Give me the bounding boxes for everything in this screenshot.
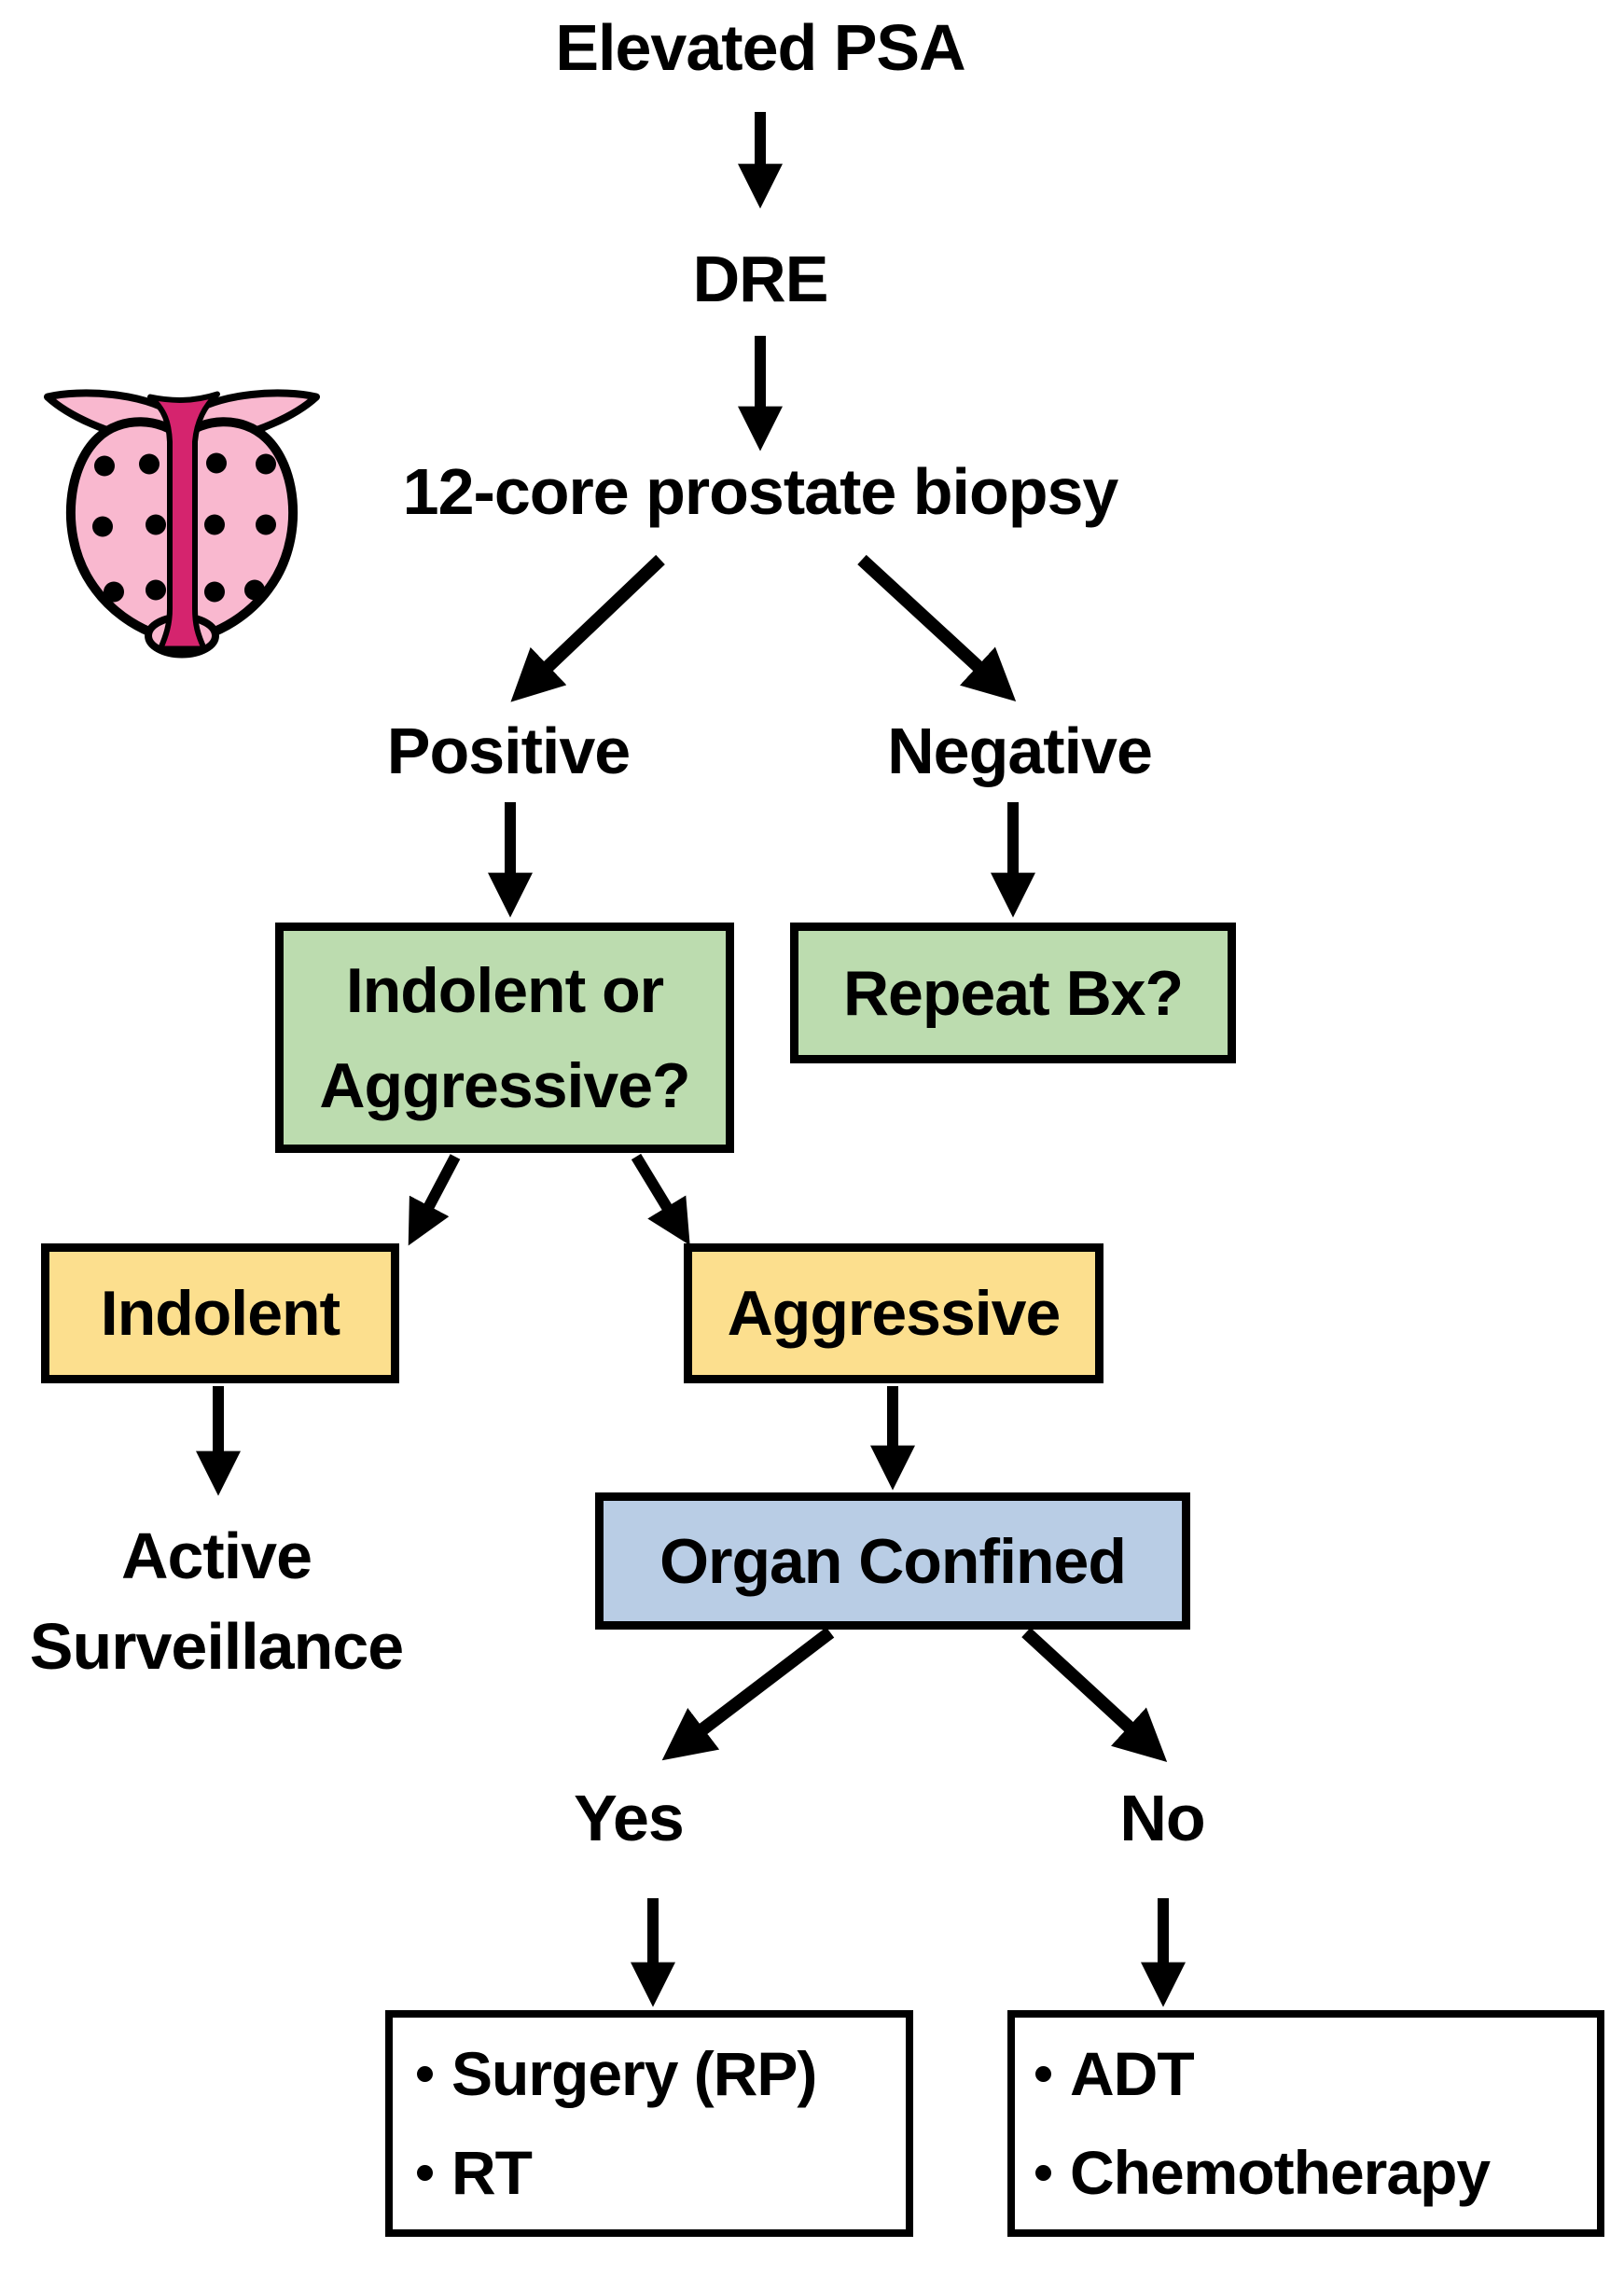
indolent-or-aggressive-line2: Aggressive?	[319, 1049, 690, 1121]
node-elevated-psa: Elevated PSA	[555, 11, 965, 84]
treatment-local-item-label: RT	[451, 2137, 533, 2207]
node-negative: Negative	[887, 715, 1153, 787]
box-treatment-systemic: ADT Chemotherapy	[1007, 2010, 1604, 2237]
bullet-icon	[417, 2066, 433, 2083]
bullet-icon	[1035, 2164, 1051, 2181]
treatment-systemic-item-label: Chemotherapy	[1070, 2137, 1491, 2207]
node-active-surveillance: Active Surveillance	[29, 1511, 404, 1691]
arrow-biopsy-to-negative	[857, 554, 1017, 702]
box-indolent: Indolent	[41, 1243, 399, 1383]
arrow-decision-to-aggressive	[631, 1153, 690, 1245]
node-yes: Yes	[574, 1782, 685, 1854]
node-biopsy: 12-core prostate biopsy	[402, 455, 1119, 528]
active-surveillance-line1: Active	[120, 1520, 312, 1592]
box-aggressive: Aggressive	[684, 1243, 1103, 1383]
treatment-systemic-item: ADT	[1035, 2025, 1195, 2124]
box-treatment-local: Surgery (RP) RT	[385, 2010, 913, 2237]
indolent-label: Indolent	[100, 1278, 340, 1349]
node-dre: DRE	[692, 243, 829, 315]
treatment-systemic-item-label: ADT	[1070, 2038, 1195, 2108]
bullet-icon	[1035, 2066, 1051, 2083]
aggressive-label: Aggressive	[727, 1278, 1062, 1349]
box-organ-confined: Organ Confined	[595, 1492, 1190, 1630]
indolent-or-aggressive-line1: Indolent or	[345, 954, 664, 1026]
box-repeat-bx: Repeat Bx?	[790, 923, 1236, 1063]
node-positive: Positive	[386, 715, 631, 787]
treatment-local-item: RT	[417, 2124, 533, 2223]
arrow-biopsy-to-positive	[510, 554, 665, 702]
node-no: No	[1119, 1782, 1205, 1854]
box-indolent-or-aggressive: Indolent or Aggressive?	[275, 923, 734, 1153]
bullet-icon	[417, 2164, 433, 2181]
treatment-local-item: Surgery (RP)	[417, 2025, 817, 2124]
arrow-organ-confined-to-no	[1021, 1627, 1168, 1763]
arrow-decision-to-indolent	[408, 1154, 461, 1246]
treatment-systemic-item: Chemotherapy	[1035, 2124, 1491, 2223]
prostate-biopsy-icon	[44, 389, 320, 659]
arrow-organ-confined-to-yes	[661, 1627, 835, 1761]
active-surveillance-line2: Surveillance	[29, 1609, 404, 1683]
repeat-bx-label: Repeat Bx?	[842, 957, 1184, 1029]
treatment-local-item-label: Surgery (RP)	[451, 2038, 817, 2108]
biopsy-core-dots	[92, 452, 276, 603]
urethra	[147, 391, 220, 652]
organ-confined-label: Organ Confined	[659, 1525, 1127, 1597]
